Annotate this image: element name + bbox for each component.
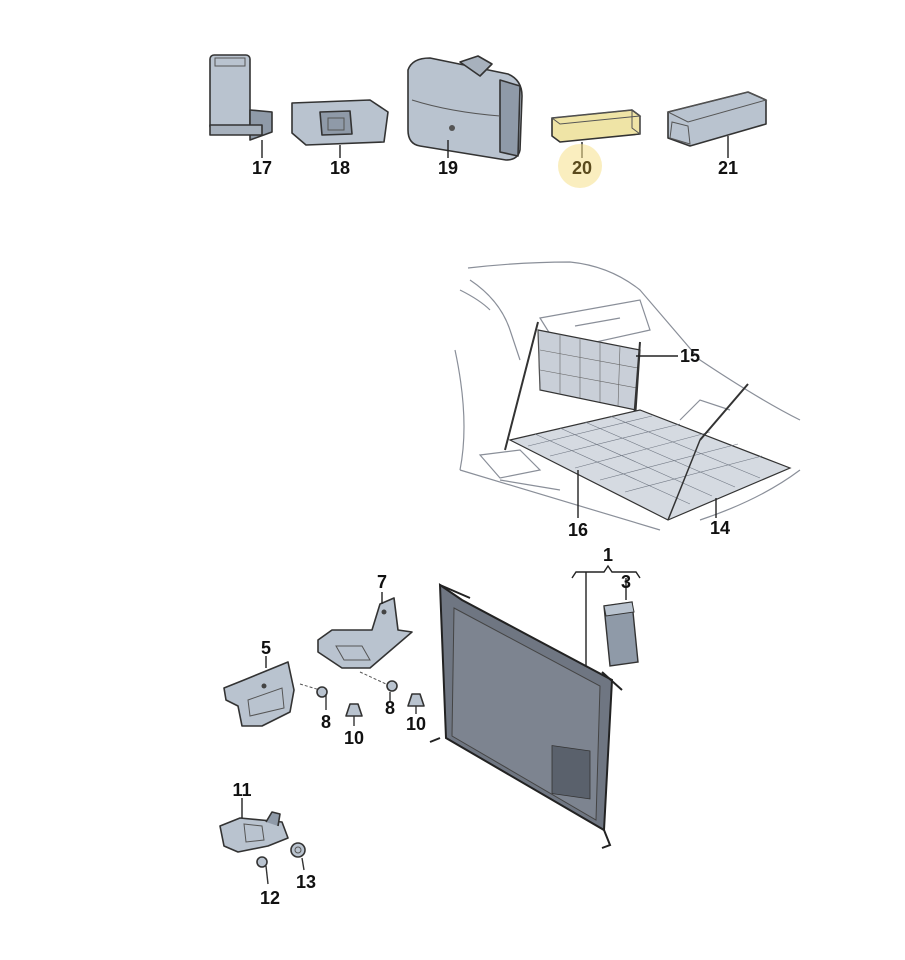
label-18[interactable]: 18 [330, 158, 350, 178]
label-19[interactable]: 19 [438, 158, 458, 178]
label-7[interactable]: 7 [377, 572, 387, 592]
part-10-clip-a[interactable] [345, 703, 363, 726]
part-19-pouch[interactable] [407, 55, 523, 161]
trunk-illustration [454, 261, 801, 531]
part-1-partition-net[interactable] [429, 583, 623, 849]
label-5[interactable]: 5 [261, 638, 271, 658]
part-7-bracket[interactable] [317, 597, 413, 669]
label-16[interactable]: 16 [568, 520, 588, 540]
part-8-bolt-b[interactable] [359, 671, 398, 702]
part-13-nut[interactable] [290, 842, 306, 871]
part-3-cover[interactable] [603, 601, 639, 667]
net-15-vertical[interactable] [504, 321, 641, 451]
part-18-clip[interactable] [291, 99, 389, 146]
label-11[interactable]: 11 [232, 780, 251, 800]
label-15[interactable]: 15 [680, 346, 700, 366]
label-12[interactable]: 12 [260, 888, 280, 908]
highlight-circle [558, 144, 602, 188]
part-21-box[interactable] [666, 91, 768, 147]
part-20-block[interactable] [550, 109, 642, 143]
label-14[interactable]: 14 [710, 518, 730, 538]
label-17[interactable]: 17 [252, 158, 272, 178]
label-8b[interactable]: 8 [385, 698, 395, 718]
label-10a[interactable]: 10 [344, 728, 364, 748]
label-13[interactable]: 13 [296, 872, 316, 892]
label-21[interactable]: 21 [718, 158, 738, 178]
net-14-floor[interactable] [508, 383, 792, 521]
label-3[interactable]: 3 [621, 572, 631, 592]
label-20[interactable]: 20 [572, 158, 592, 178]
part-10-clip-b[interactable] [407, 693, 425, 714]
part-8-bolt-a[interactable] [299, 683, 328, 710]
part-17-bracket[interactable] [209, 54, 273, 141]
part-5-bracket[interactable] [223, 661, 295, 727]
label-8a[interactable]: 8 [321, 712, 331, 732]
part-11-bracket[interactable] [219, 811, 289, 853]
label-1[interactable]: 1 [603, 545, 613, 565]
label-10b[interactable]: 10 [406, 714, 426, 734]
part-12-bolt[interactable] [256, 856, 269, 885]
